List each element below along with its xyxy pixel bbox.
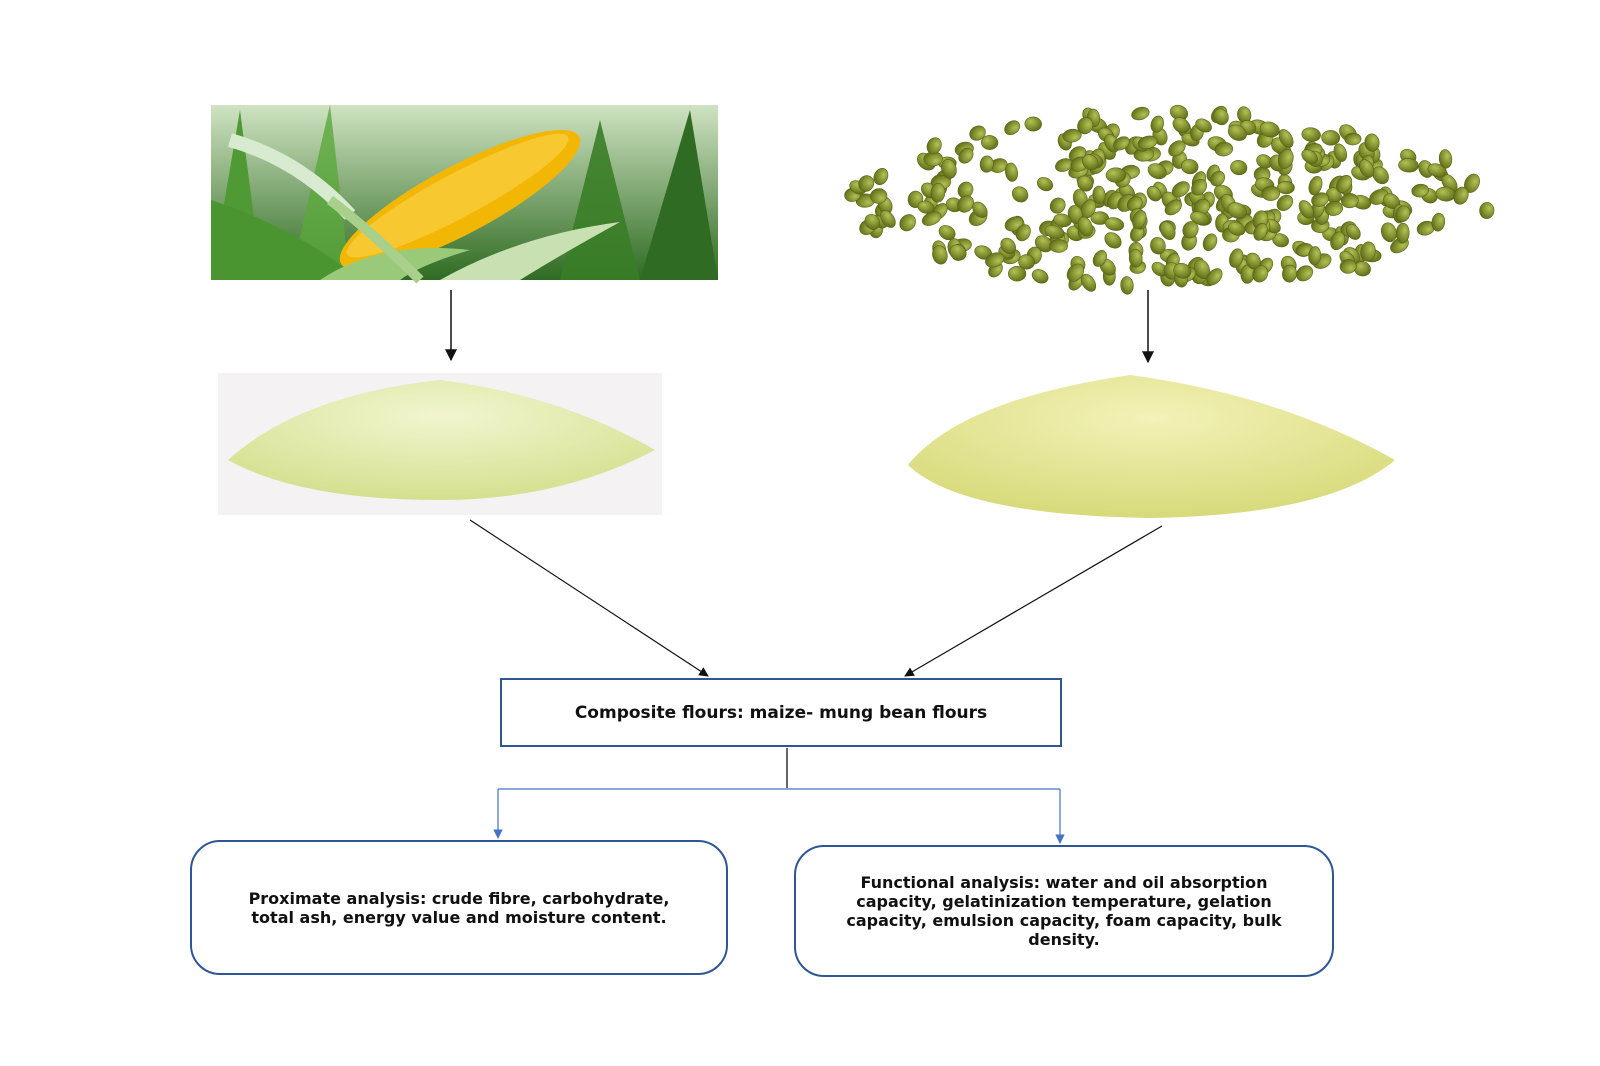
arrow-maize-flour-to-composite — [469, 519, 709, 677]
mung-bean-flour-image — [908, 375, 1395, 518]
maize-flour-image — [218, 373, 662, 515]
functional-analysis-node: Functional analysis: water and oil absor… — [794, 845, 1334, 977]
mung-bean-seeds-image — [844, 104, 1495, 295]
composite-flour-node: Composite flours: maize- mung bean flour… — [500, 678, 1062, 747]
maize-plant-image — [211, 105, 718, 284]
arrow-mung-flour-to-composite — [904, 525, 1163, 677]
proximate-analysis-node: Proximate analysis: crude fibre, carbohy… — [190, 840, 728, 975]
